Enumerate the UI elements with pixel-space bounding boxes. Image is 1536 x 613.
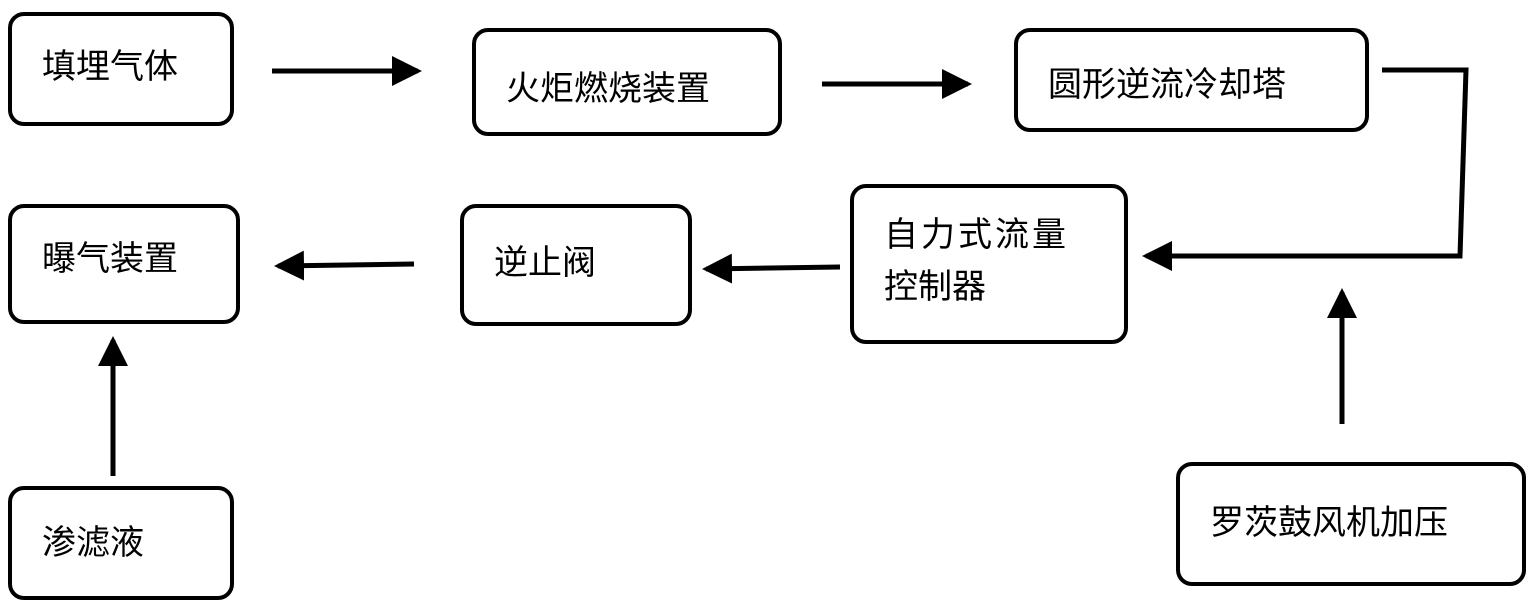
node-cooling-tower: 圆形逆流冷却塔	[1014, 28, 1369, 132]
node-landfill-gas-label: 填埋气体	[42, 47, 178, 87]
node-flare-combustion: 火炬燃烧装置	[472, 28, 782, 136]
node-leachate-label: 渗滤液	[42, 523, 144, 563]
node-cooling-tower-label: 圆形逆流冷却塔	[1048, 65, 1286, 105]
node-flow-controller: 自力式流量 控制器	[850, 184, 1128, 344]
node-aeration-device: 曝气装置	[8, 204, 240, 324]
node-roots-blower: 罗茨鼓风机加压	[1176, 462, 1526, 586]
node-flow-controller-label-line2: 控制器	[884, 267, 986, 307]
node-aeration-device-label: 曝气装置	[42, 239, 178, 279]
edge-check-valve-to-aeration	[274, 250, 415, 281]
node-leachate: 渗滤液	[8, 486, 234, 600]
node-roots-blower-label: 罗茨鼓风机加压	[1210, 503, 1448, 543]
node-flare-combustion-label: 火炬燃烧装置	[506, 69, 710, 109]
node-check-valve-label: 逆止阀	[494, 243, 596, 283]
node-check-valve: 逆止阀	[460, 204, 692, 326]
node-landfill-gas: 填埋气体	[8, 12, 234, 126]
edge-tower-to-flow-controller	[1141, 67, 1469, 271]
node-flow-controller-label-line1: 自力式流量	[884, 215, 1069, 255]
edge-flow-controller-to-check-valve	[702, 253, 841, 284]
